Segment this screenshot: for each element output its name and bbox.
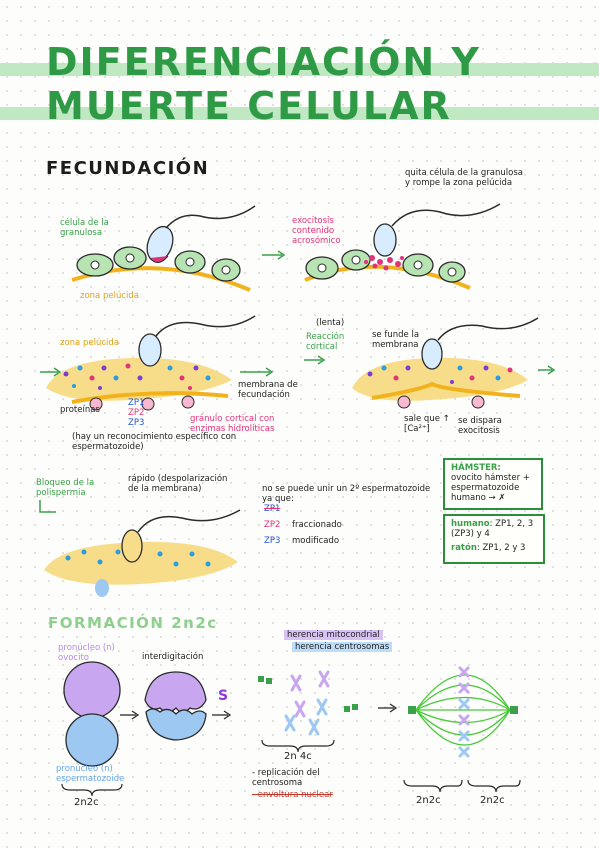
formacion-label-interdigitacion: interdigitación [142,652,204,662]
formacion-label-2n2c-a: 2n2c [74,797,99,808]
panel5-label-bloqueo: Bloqueo de la polispermia [36,478,95,498]
panel3-note: (hay un reconocimiento específico con es… [72,432,237,452]
panel2-label-exocitosis: exocitosis contenido acrosómico [292,216,341,246]
formacion-label-envoltura: - envoltura nuclear [252,790,333,800]
zp-list-zp2: ZP2 [264,520,281,530]
species-raton-text: : ZP1, 2 y 3 [476,543,526,553]
formacion-label-2n2c-b: 2n2c [416,795,441,806]
species-humano-row: humano: ZP1, 2, 3 (ZP3) y 4 [451,519,537,539]
panel3-zp1: ZP1 [128,398,145,408]
hamster-box: HÁMSTER: ovocito hámster + espermatozoid… [443,458,543,510]
panel1-label-zona: zona pelúcida [80,291,139,301]
panel5-label-rapido: rápido (despolarización de la membrana) [128,474,228,494]
formacion-label-pronucleo-esperma: pronúcleo (n) espermatozoide [56,764,125,784]
panel3-zp2: ZP2 [128,408,145,418]
page-title-line1: DIFERENCIACIÓN Y [46,40,481,84]
panel3-label-membrana: membrana de fecundación [238,380,298,400]
formacion-label-s: S [218,688,229,704]
panel3-label-granulo: gránulo cortical con enzimas hidrolítica… [190,414,275,434]
hamster-box-title: HÁMSTER: [451,463,501,473]
section-heading-formacion: FORMACIÓN 2n2c [48,614,218,632]
section-heading-fecundacion: FECUNDACIÓN [46,158,210,179]
zp-list-zp2-text: fraccionado [292,520,342,530]
formacion-label-replicacion: - replicación del centrosoma [252,768,320,788]
formacion-label-herencia-centro: herencia centrosomas [292,642,393,652]
panel4-label-fusion: se funde la membrana [372,330,420,350]
formacion-label-pronucleo-ovocito: pronúcleo (n) ovocito [58,643,115,663]
zp-list-zp1: ZP1 [264,504,281,514]
species-box: humano: ZP1, 2, 3 (ZP3) y 4 ratón: ZP1, … [443,514,545,564]
species-raton-row: ratón: ZP1, 2 y 3 [451,543,537,553]
panel1-label-celula: célula de la granulosa [60,218,109,238]
panel3-label-proteinas: proteínas [60,405,100,415]
zp-list-intro: no se puede unir un 2º espermatozoide ya… [262,484,431,504]
hamster-box-text: ovocito hámster + espermatozoide humano … [451,473,530,503]
zp-list-zp3-text: modificado [292,536,340,546]
zp-list-zp3: ZP3 [264,536,281,546]
panel3-label-zona: zona pelúcida [60,338,119,348]
formacion-label-2n2c-c: 2n2c [480,795,505,806]
panel4-label-ca: sale que ↑ [Ca²⁺] [404,414,450,434]
formacion-label-2n4c: 2n 4c [284,751,312,762]
panel2-label-top: quita célula de la granulosa y rompe la … [405,168,523,188]
panel4-label-lenta: (lenta) [316,318,345,328]
title-band-1 [0,63,599,76]
species-raton-label: ratón [451,543,477,553]
formacion-label-herencia-mito: herencia mitocondrial [284,630,383,640]
page-title-line2: MUERTE CELULAR [46,84,452,128]
species-humano-label: humano [451,519,490,529]
species-humano-text: : ZP1, 2, 3 (ZP3) y 4 [451,519,534,539]
panel4-label-exocitosis: se dispara exocitosis [458,416,502,436]
panel4-label-reaccion: Reacción cortical [306,332,345,352]
title-band-2 [0,107,599,120]
panel3-zp3: ZP3 [128,418,145,428]
